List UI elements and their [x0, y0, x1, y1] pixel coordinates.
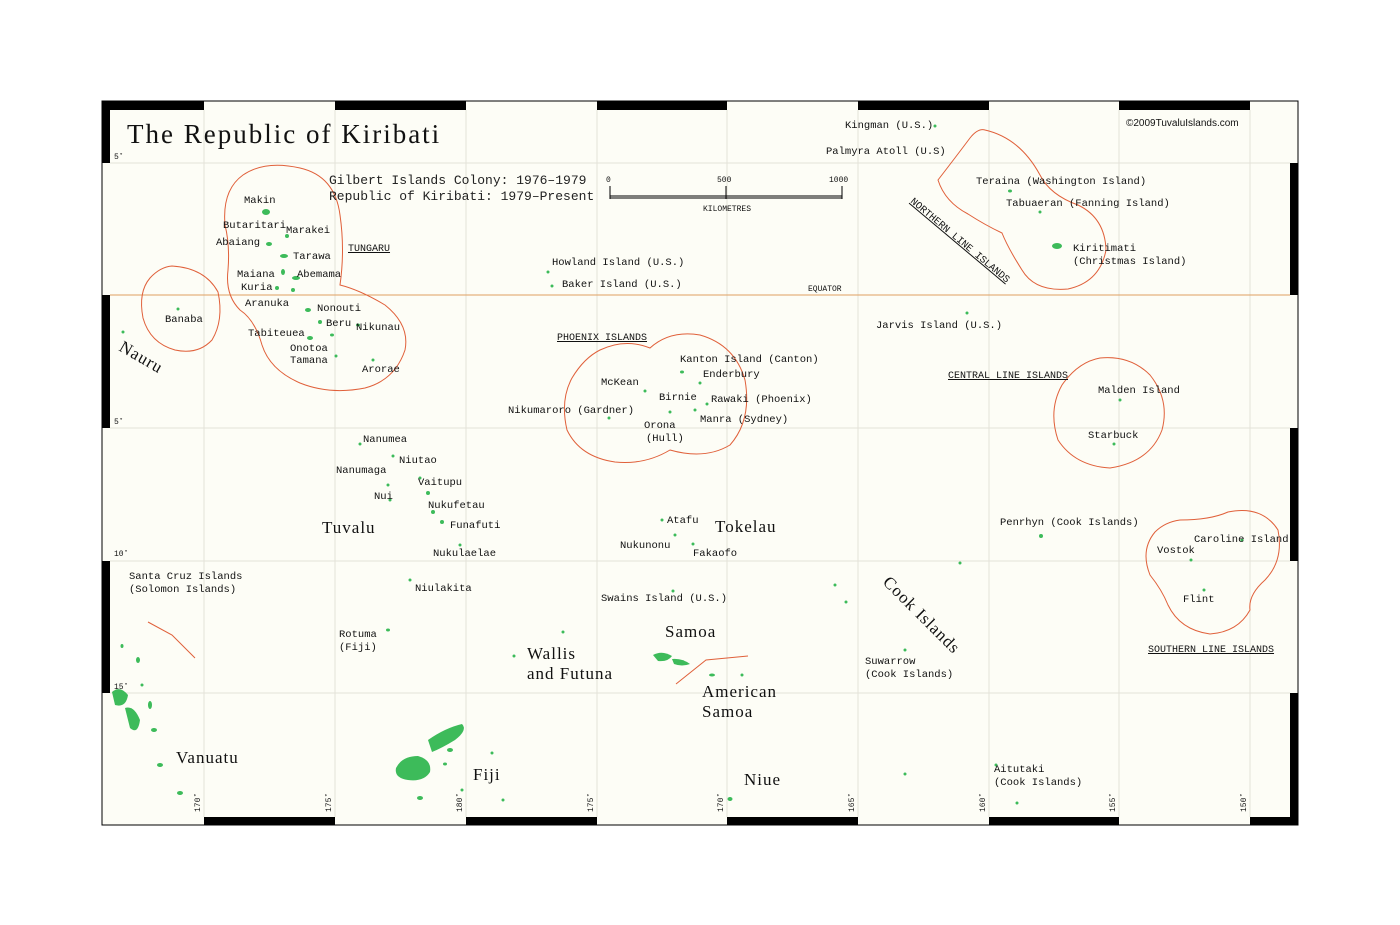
lon-label: 170˚ — [717, 793, 726, 812]
place-label: Flint — [1183, 594, 1215, 606]
place-label: Niulakita — [415, 583, 472, 595]
tokelau-label: Tokelau — [715, 517, 777, 536]
place-label: Nanumea — [363, 434, 407, 446]
place-label: Palmyra Atoll (U.S) — [826, 146, 946, 158]
niue-label: Niue — [744, 770, 781, 789]
place-label: Abaiang — [216, 237, 260, 249]
place-label: Kuria — [241, 282, 273, 294]
lon-label: 170˚ — [194, 793, 203, 812]
place-label: Nui — [374, 491, 393, 503]
american-samoa-label-line2: Samoa — [702, 702, 753, 721]
lat-label: 5˚ — [114, 153, 124, 162]
place-label: Kanton Island (Canton) — [680, 354, 819, 366]
place-label: Kiritimati — [1073, 243, 1136, 255]
place-label: Birnie — [659, 392, 697, 404]
place-label: Aitutaki — [994, 764, 1044, 776]
lon-label: 165˚ — [848, 793, 857, 812]
lat-label: 5˚ — [114, 418, 124, 427]
place-label: Beru — [326, 318, 351, 330]
southern-line-islands-label: SOUTHERN LINE ISLANDS — [1148, 645, 1274, 656]
scale-tick-label: 500 — [717, 176, 732, 185]
place-label: Nonouti — [317, 303, 361, 315]
place-label: Tarawa — [293, 251, 331, 263]
phoenix-islands-label: PHOENIX ISLANDS — [557, 333, 647, 344]
place-label: Marakei — [286, 225, 330, 237]
lon-label: 175˚ — [587, 793, 596, 812]
place-label: (Solomon Islands) — [129, 584, 236, 596]
place-label: (Cook Islands) — [994, 777, 1082, 789]
place-label: Orona — [644, 420, 676, 432]
place-label: Howland Island (U.S.) — [552, 257, 684, 269]
place-label: Nukulaelae — [433, 548, 496, 560]
lon-label: 150˚ — [1240, 793, 1249, 812]
place-label: Maiana — [237, 269, 275, 281]
place-label: Starbuck — [1088, 430, 1138, 442]
fiji-label: Fiji — [473, 765, 501, 784]
equator-label: EQUATOR — [808, 285, 842, 294]
place-label: Rotuma — [339, 629, 377, 641]
place-label: Caroline Island — [1194, 534, 1289, 546]
scale-tick-label: 1000 — [829, 176, 848, 185]
place-label: Onotoa — [290, 343, 328, 355]
scale-unit: KILOMETRES — [703, 205, 751, 214]
map-title: The Republic of Kiribati — [127, 119, 441, 149]
place-label: Baker Island (U.S.) — [562, 279, 682, 291]
place-label: Enderbury — [703, 369, 760, 381]
place-label: Funafuti — [450, 520, 500, 532]
place-label: Nikumaroro (Gardner) — [508, 405, 634, 417]
place-label: Jarvis Island (U.S.) — [876, 320, 1002, 332]
tuvalu-label: Tuvalu — [322, 518, 376, 537]
lon-label: 175˚ — [325, 793, 334, 812]
place-label: (Cook Islands) — [865, 669, 953, 681]
futuna-label: and Futuna — [527, 664, 613, 683]
place-label: Teraina (Washington Island) — [976, 176, 1146, 188]
subtitle-line: Republic of Kiribati: 1979–Present — [329, 189, 594, 204]
place-label: Butaritari — [223, 220, 286, 232]
place-label: Suwarrow — [865, 656, 916, 668]
copyright-notice: ©2009TuvaluIslands.com — [1126, 118, 1239, 129]
place-label: Atafu — [667, 515, 699, 527]
lon-label: 180˚ — [456, 793, 465, 812]
american-samoa-label: American — [702, 682, 777, 701]
samoa-label: Samoa — [665, 622, 716, 641]
place-label: Tabiteuea — [248, 328, 305, 340]
lon-label: 155˚ — [1109, 793, 1118, 812]
tungaru-label: TUNGARU — [348, 244, 390, 255]
place-label: Manra (Sydney) — [700, 414, 788, 426]
place-label: Fakaofo — [693, 548, 737, 560]
scale-tick-label: 0 — [606, 176, 611, 185]
place-label: Nikunau — [356, 322, 400, 334]
vanuatu-label: Vanuatu — [176, 748, 239, 767]
place-label: Nukunonu — [620, 540, 670, 552]
place-label: Tamana — [290, 355, 328, 367]
place-label: Vaitupu — [418, 477, 462, 489]
place-label: Kingman (U.S.) — [845, 120, 933, 132]
lat-label: 10˚ — [114, 550, 128, 559]
place-label: (Christmas Island) — [1073, 256, 1186, 268]
place-label: McKean — [601, 377, 639, 389]
place-label: Banaba — [165, 314, 203, 326]
lon-label: 160˚ — [979, 793, 988, 812]
place-label: Swains Island (U.S.) — [601, 593, 727, 605]
central-line-islands-label: CENTRAL LINE ISLANDS — [948, 371, 1068, 382]
place-label: Aranuka — [245, 298, 289, 310]
place-label: Niutao — [399, 455, 437, 467]
place-label: Abemama — [297, 269, 341, 281]
place-label: Nanumaga — [336, 465, 386, 477]
place-label: Arorae — [362, 364, 400, 376]
place-label: (Fiji) — [339, 642, 377, 654]
place-label: Tabuaeran (Fanning Island) — [1006, 198, 1170, 210]
place-label: Nukufetau — [428, 500, 485, 512]
place-label: Malden Island — [1098, 385, 1180, 397]
place-label: Makin — [244, 195, 276, 207]
place-label: Penrhyn (Cook Islands) — [1000, 517, 1139, 529]
subtitle-line: Gilbert Islands Colony: 1976–1979 — [329, 173, 586, 188]
place-label: Santa Cruz Islands — [129, 571, 242, 583]
place-label: (Hull) — [646, 433, 684, 445]
place-label: Vostok — [1157, 545, 1195, 557]
wallis-label: Wallis — [527, 644, 576, 663]
place-label: Rawaki (Phoenix) — [711, 394, 812, 406]
